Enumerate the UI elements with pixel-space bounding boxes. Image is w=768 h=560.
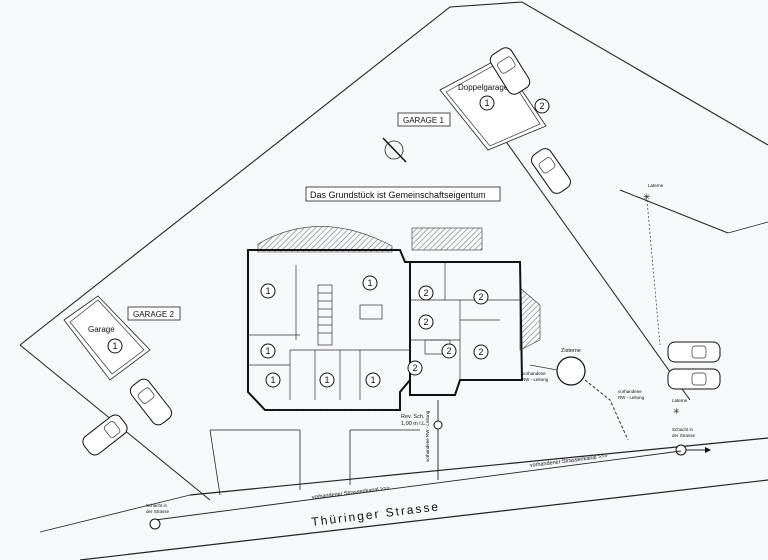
svg-text:Laterne: Laterne: [648, 183, 664, 188]
unit-marker-doppelgarage-left: 1: [479, 95, 495, 111]
svg-text:1: 1: [370, 375, 375, 385]
svg-text:GARAGE 2: GARAGE 2: [133, 310, 174, 319]
unit-marker-house-bottom-c: 1: [365, 372, 381, 388]
svg-text:1: 1: [484, 98, 489, 108]
svg-text:Laterne: Laterne: [672, 398, 688, 403]
svg-text:vorhandene RW - Leitung: vorhandene RW - Leitung: [425, 410, 430, 462]
schacht-right: Schacht in der Strasse: [672, 427, 711, 456]
car-icon: [82, 414, 128, 456]
svg-text:Schacht in: Schacht in: [146, 503, 168, 508]
schacht-left: Schacht in der Strasse: [146, 503, 170, 530]
doppelgarage: Doppelgarage 1 2: [439, 47, 550, 151]
unit-marker-doppelgarage-right: 2: [534, 98, 550, 114]
garage-1-label-box: GARAGE 1: [397, 112, 451, 127]
page-title: Das Grundstück ist Gemeinschaftseigentum: [310, 190, 486, 200]
unit-marker-annex-d: 2: [473, 344, 489, 360]
rev-schacht: Rev. Sch. 1,00 m l.L. vorhandene RW - Le…: [401, 400, 443, 480]
svg-text:RW - Leitung: RW - Leitung: [618, 395, 645, 400]
svg-text:2: 2: [423, 317, 428, 327]
street-name: Thüringer Strasse: [311, 499, 441, 529]
unit-marker-annex-f: 2: [407, 360, 423, 376]
svg-text:Schacht in: Schacht in: [672, 427, 694, 432]
unit-marker-house-lower-left: 1: [260, 343, 276, 359]
svg-text:2: 2: [478, 347, 483, 357]
unit-marker-garage-2: 1: [107, 338, 123, 354]
unit-marker-annex-a: 2: [418, 285, 434, 301]
unit-marker-house-left: 1: [260, 283, 276, 299]
svg-text:RW - Leitung: RW - Leitung: [522, 377, 549, 382]
zisterne: Zisterne vorhandene RW - Leitung vorhand…: [522, 348, 645, 441]
car-icon: [667, 368, 721, 390]
unit-marker-annex-b: 2: [473, 289, 489, 305]
main-house: [247, 226, 541, 411]
car-icon: [531, 148, 571, 194]
svg-text:1: 1: [265, 286, 270, 296]
staircase: [317, 284, 333, 346]
svg-text:vorhandener Strassenkanal >>>: vorhandener Strassenkanal >>>: [312, 485, 391, 501]
car-icon: [489, 47, 531, 95]
svg-text:Rev. Sch.: Rev. Sch.: [401, 414, 425, 420]
doppelgarage-label: Doppelgarage: [458, 83, 509, 92]
svg-text:2: 2: [423, 288, 428, 298]
garage-2: Garage 1: [63, 295, 151, 381]
svg-text:vorhandene: vorhandene: [618, 389, 642, 394]
svg-text:1: 1: [112, 341, 117, 351]
north-arrow-icon: [382, 137, 407, 163]
property-boundary: [19, 1, 768, 560]
laterne-bottom: Laterne ✳: [672, 398, 688, 416]
svg-text:1: 1: [270, 375, 275, 385]
svg-text:der Strasse: der Strasse: [146, 509, 170, 514]
svg-text:2: 2: [539, 101, 544, 111]
svg-text:1: 1: [265, 346, 270, 356]
unit-marker-annex-e: 2: [441, 343, 457, 359]
unit-marker-house-main: 1: [362, 275, 378, 291]
lamp-icon: ✳: [643, 192, 651, 202]
svg-text:2: 2: [478, 292, 483, 302]
unit-marker-house-bottom-b: 1: [319, 372, 335, 388]
svg-text:Thüringer Strasse: Thüringer Strasse: [311, 499, 441, 529]
unit-marker-house-bottom-a: 1: [265, 372, 281, 388]
svg-text:GARAGE 1: GARAGE 1: [403, 116, 444, 125]
laterne-top: Laterne ✳: [643, 183, 664, 346]
svg-text:vorhandener Strassenkanal >>>: vorhandener Strassenkanal >>>: [530, 453, 609, 469]
car-icon: [129, 378, 173, 426]
garage-2-label-box: GARAGE 2: [127, 306, 181, 321]
svg-text:2: 2: [446, 346, 451, 356]
svg-text:1: 1: [324, 375, 329, 385]
title-box: Das Grundstück ist Gemeinschaftseigentum: [305, 186, 501, 202]
svg-text:der Strasse: der Strasse: [672, 433, 696, 438]
car-icon: [667, 341, 721, 363]
unit-marker-annex-c: 2: [418, 314, 434, 330]
svg-text:Garage: Garage: [88, 325, 115, 334]
lamp-icon: ✳: [673, 407, 680, 416]
svg-text:1,00 m l.L.: 1,00 m l.L.: [401, 421, 427, 427]
svg-text:Zisterne: Zisterne: [561, 348, 581, 354]
svg-text:vorhandene: vorhandene: [522, 371, 546, 376]
svg-text:1: 1: [367, 278, 372, 288]
svg-text:2: 2: [412, 363, 417, 373]
